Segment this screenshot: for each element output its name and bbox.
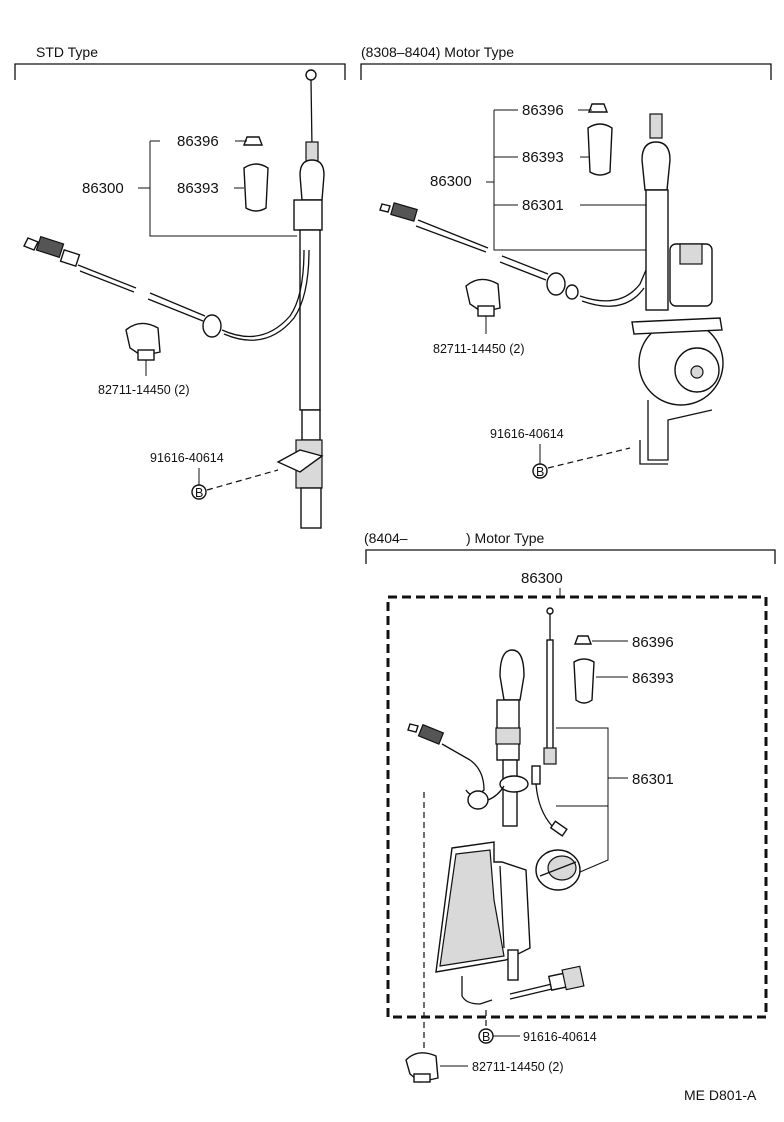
motor-early-cable bbox=[379, 202, 647, 307]
motor-early-assembly-bracket bbox=[486, 109, 646, 251]
motor-late-bushing-86393 bbox=[573, 658, 595, 704]
motor-early-title: (8308–8404) Motor Type bbox=[361, 44, 514, 60]
motor-late-label-86393: 86393 bbox=[632, 670, 674, 687]
std-cap-86396 bbox=[242, 136, 264, 146]
motor-late-label-clamp: 82711-14450 (2) bbox=[472, 1060, 564, 1074]
motor-early-label-86393: 86393 bbox=[522, 149, 564, 166]
motor-early-label-86301: 86301 bbox=[522, 197, 564, 214]
motor-early-bolt-marker bbox=[532, 463, 548, 479]
motor-early-label-86396: 86396 bbox=[522, 102, 564, 119]
motor-late-section-bracket bbox=[365, 549, 776, 564]
motor-late-cap-86396 bbox=[573, 635, 593, 645]
motor-early-label-bolt: 91616-40614 bbox=[490, 427, 564, 441]
motor-late-drive-cable bbox=[531, 765, 568, 837]
std-bushing-86393 bbox=[243, 163, 269, 212]
motor-late-connector bbox=[461, 965, 585, 1005]
std-bolt-marker-letter: B bbox=[195, 486, 203, 500]
motor-late-title-right: ) Motor Type bbox=[466, 530, 545, 546]
std-assembly-bracket bbox=[138, 140, 297, 237]
motor-early-section-bracket bbox=[360, 63, 772, 80]
motor-early-section: (8308–8404) Motor Type 86396 86393 86301… bbox=[360, 44, 772, 479]
std-cable bbox=[23, 235, 310, 341]
motor-late-label-86301: 86301 bbox=[632, 771, 674, 788]
motor-late-clamp bbox=[405, 1052, 439, 1083]
motor-early-mast bbox=[631, 113, 724, 465]
figure-code: ME D801-A bbox=[684, 1087, 757, 1103]
motor-late-telescope bbox=[543, 607, 557, 765]
std-type-section: STD Type 86396 86393 86300 bbox=[14, 44, 346, 529]
motor-late-title-left: (8404– bbox=[364, 530, 408, 546]
motor-early-bolt-dash bbox=[547, 447, 631, 469]
motor-late-label-86396: 86396 bbox=[632, 634, 674, 651]
motor-early-bolt-marker-letter: B bbox=[536, 465, 544, 479]
std-bolt-dash bbox=[206, 469, 279, 491]
motor-early-cap-86396 bbox=[587, 103, 609, 113]
motor-late-section: (8404– ) Motor Type 86300 86396 86393 86… bbox=[364, 530, 776, 1083]
motor-late-mast-bracket bbox=[556, 727, 628, 873]
motor-late-label-86300: 86300 bbox=[521, 570, 563, 587]
motor-late-antenna-body bbox=[495, 649, 529, 827]
std-label-86393: 86393 bbox=[177, 180, 219, 197]
std-bracket bbox=[276, 449, 324, 473]
motor-early-label-clamp: 82711-14450 (2) bbox=[433, 342, 525, 356]
std-label-86300: 86300 bbox=[82, 180, 124, 197]
std-type-title: STD Type bbox=[36, 44, 98, 60]
motor-late-reel bbox=[535, 849, 581, 891]
motor-early-clamp bbox=[465, 278, 501, 334]
std-label-clamp: 82711-14450 (2) bbox=[98, 383, 190, 397]
std-label-86396: 86396 bbox=[177, 133, 219, 150]
std-clamp bbox=[125, 322, 161, 376]
motor-early-bushing-86393 bbox=[587, 123, 613, 176]
std-section-bracket bbox=[14, 63, 346, 80]
motor-early-label-86300: 86300 bbox=[430, 173, 472, 190]
motor-late-cable bbox=[407, 723, 505, 810]
motor-late-assembly-box bbox=[386, 595, 768, 1019]
std-label-bolt: 91616-40614 bbox=[150, 451, 224, 465]
std-antenna-mast bbox=[293, 69, 325, 529]
motor-late-label-bolt: 91616-40614 bbox=[523, 1030, 597, 1044]
motor-late-bolt-marker-letter: B bbox=[482, 1030, 490, 1044]
motor-late-housing bbox=[435, 841, 531, 981]
